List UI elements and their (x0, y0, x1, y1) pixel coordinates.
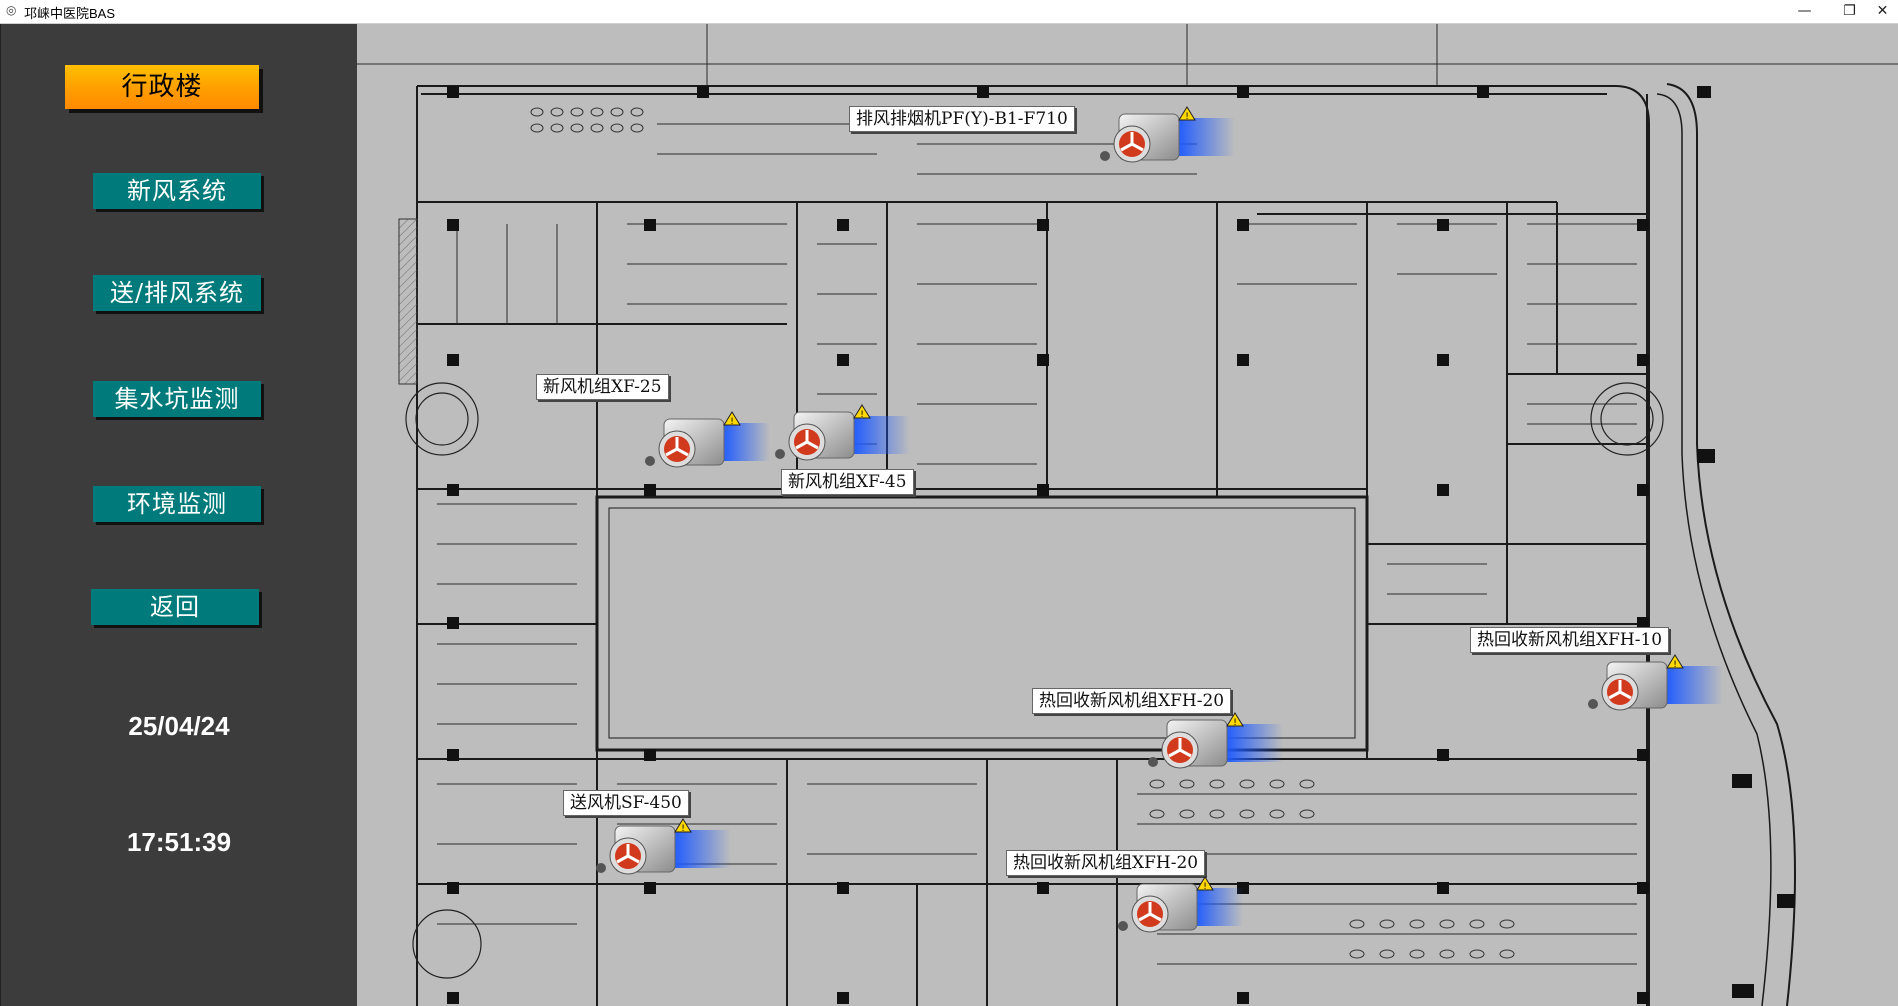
sidebar-item-back[interactable]: 返回 (91, 589, 259, 625)
time-display: 17:51:39 (126, 827, 232, 857)
sidebar-item-supply-exhaust-system[interactable]: 送/排风系统 (93, 275, 261, 311)
svg-text:!: ! (1233, 718, 1237, 728)
window-titlebar: ◎ 邛崃中医院BAS — ❐ ✕ (0, 0, 1898, 24)
equipment-label-xf-45: 新风机组XF-45 (781, 469, 914, 495)
air-handler-xfh-10[interactable]: ! (1575, 652, 1725, 722)
equipment-label-xf-25: 新风机组XF-25 (536, 374, 669, 400)
equipment-label-xfh-20-lower: 热回收新风机组XFH-20 (1006, 850, 1206, 876)
equipment-label-pf-y-b1-f710: 排风排烟机PF(Y)-B1-F710 (849, 106, 1075, 132)
date-display: 25/04/24 (128, 711, 230, 741)
exhaust-fan-pf-y-b1-f710[interactable]: ! (1087, 104, 1237, 174)
sidebar-item-admin-building[interactable]: 行政楼 (65, 65, 259, 109)
floor-plan-panel: 排风排烟机PF(Y)-B1-F710 新风机组XF-25 新风机组XF-45 热… (357, 24, 1898, 1006)
equipment-label-xfh-20-upper: 热回收新风机组XFH-20 (1032, 688, 1232, 714)
sidebar: 行政楼 新风系统 送/排风系统 集水坑监测 环境监测 返回 25/04/24 1… (0, 24, 357, 1006)
equipment-label-xfh-10: 热回收新风机组XFH-10 (1470, 627, 1670, 653)
close-button[interactable]: ✕ (1876, 3, 1889, 19)
svg-text:!: ! (681, 824, 685, 834)
sidebar-item-environment-monitoring[interactable]: 环境监测 (93, 486, 261, 522)
svg-text:!: ! (1185, 112, 1189, 122)
window-title: 邛崃中医院BAS (24, 6, 116, 21)
air-handler-xfh-20-lower[interactable]: ! (1105, 874, 1255, 944)
svg-text:!: ! (730, 417, 734, 427)
svg-text:!: ! (1203, 882, 1207, 892)
air-handler-xf-25[interactable]: ! (632, 409, 782, 479)
floor-plan-drawing (357, 24, 1898, 1006)
equipment-label-sf-450: 送风机SF-450 (563, 790, 689, 816)
app-logo-icon: ◎ (6, 3, 17, 17)
supply-fan-sf-450[interactable]: ! (583, 816, 733, 886)
air-handler-xfh-20-upper[interactable]: ! (1135, 710, 1285, 780)
maximize-button[interactable]: ❐ (1843, 3, 1856, 19)
minimize-button[interactable]: — (1797, 3, 1812, 19)
svg-text:!: ! (860, 410, 864, 420)
sidebar-item-fresh-air-system[interactable]: 新风系统 (93, 173, 261, 209)
sidebar-item-sump-monitoring[interactable]: 集水坑监测 (93, 381, 261, 417)
air-handler-xf-45[interactable]: ! (762, 402, 912, 472)
svg-text:!: ! (1673, 660, 1677, 670)
